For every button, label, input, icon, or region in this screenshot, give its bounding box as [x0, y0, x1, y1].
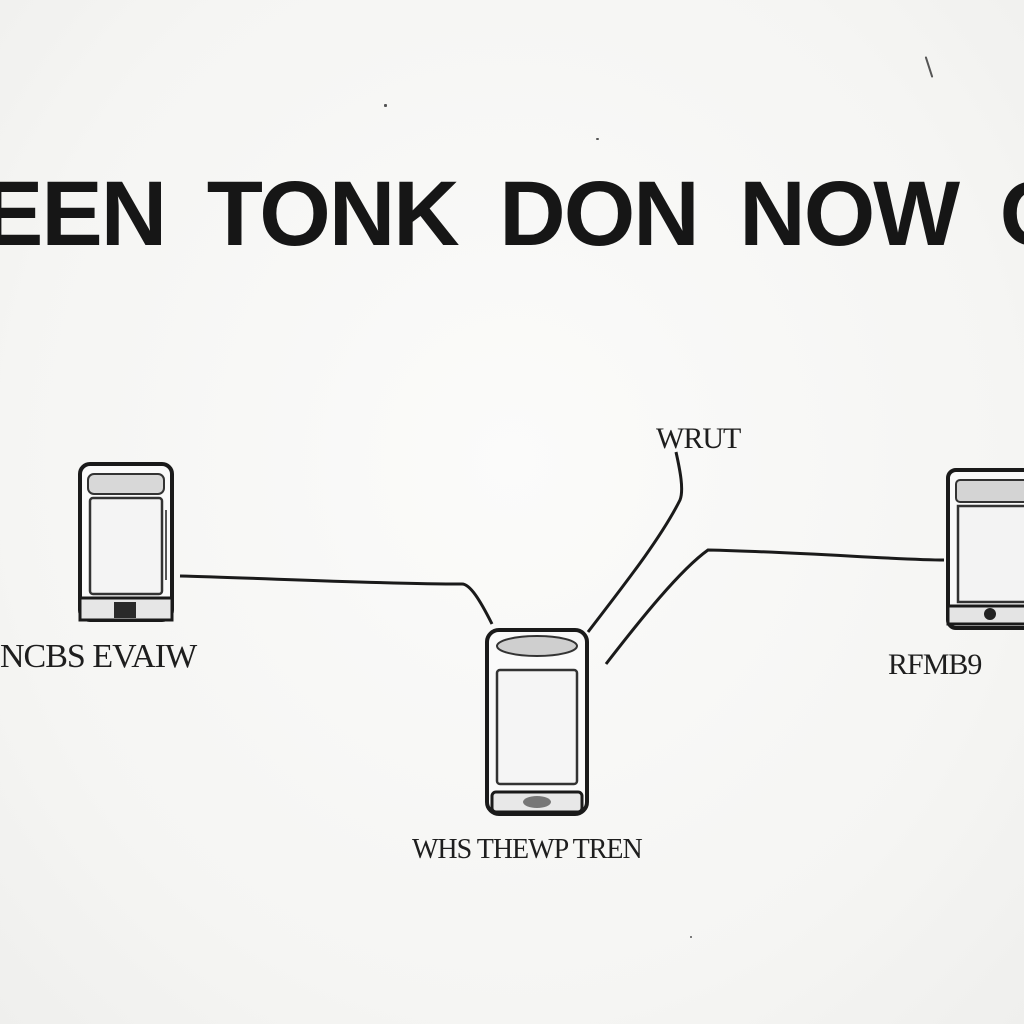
node-label-left: NCBS EVAIW [0, 638, 197, 675]
paper-speck [596, 138, 599, 140]
phone-icon [78, 462, 174, 622]
edge-right-center [604, 548, 945, 665]
node-label-right: RFMB9 [888, 648, 982, 681]
node-label-center: WHS THEWP TREN [412, 834, 643, 865]
callout-line-wrut [586, 451, 684, 633]
diagram-title: EEN TONK DON NOW OR [0, 163, 1024, 265]
edge-left-center [179, 574, 494, 625]
paper-speck [690, 936, 692, 938]
monitor-icon [946, 468, 1024, 630]
paper-speck [384, 104, 387, 107]
phone-icon [485, 628, 589, 816]
callout-label: WRUT [656, 422, 741, 455]
